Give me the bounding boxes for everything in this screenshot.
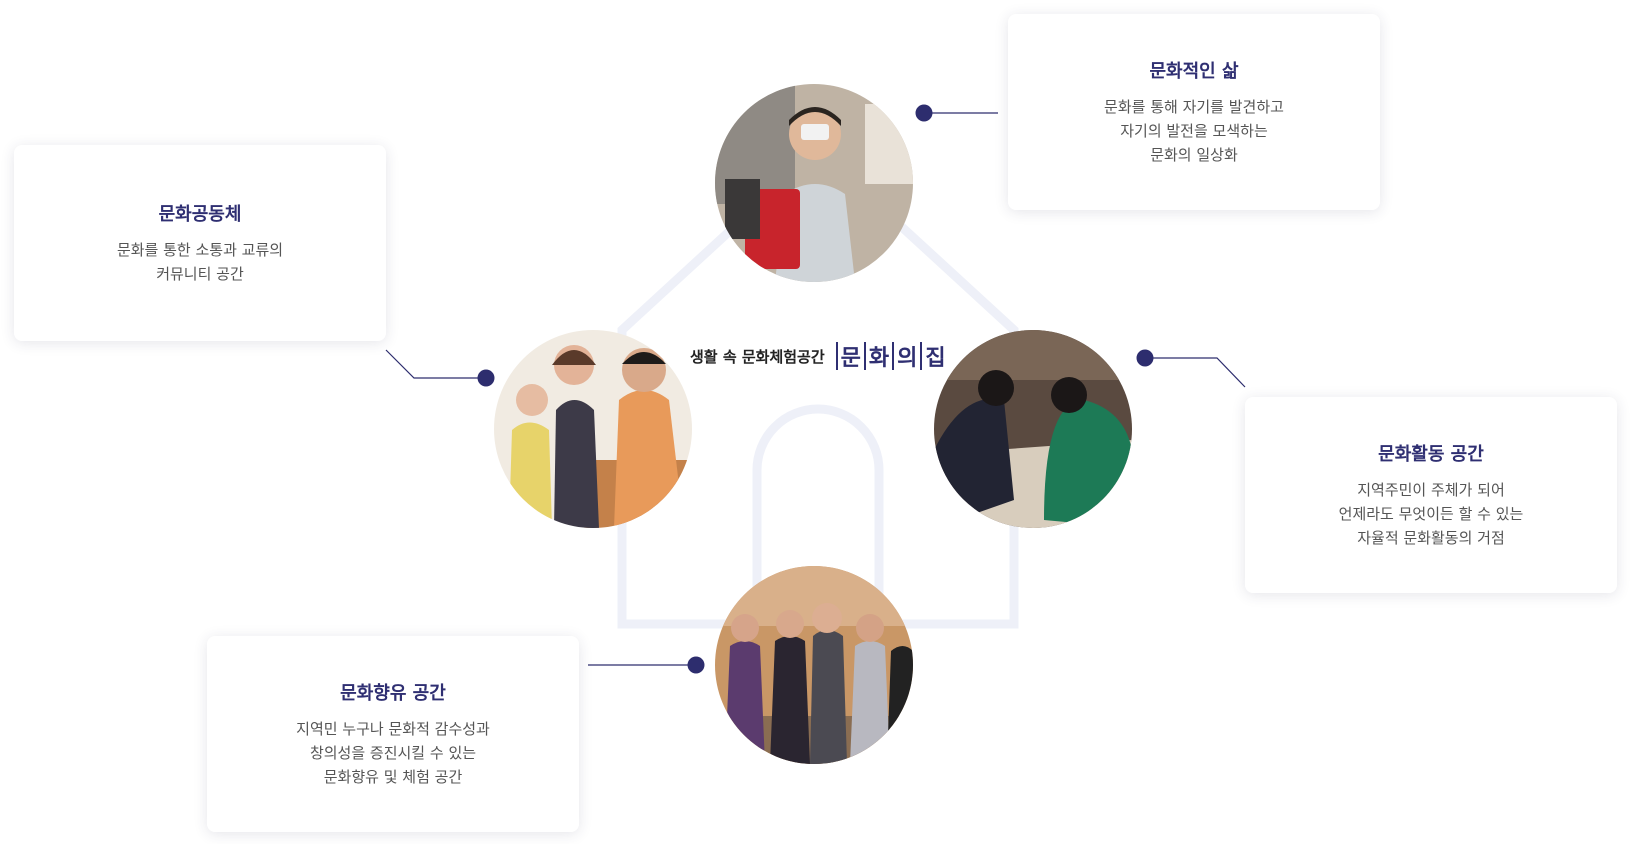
connector-enjoyment (588, 656, 705, 674)
card-title: 문화적인 삶 (1149, 61, 1239, 82)
connector-community (385, 349, 495, 387)
card-activity: 문화활동 공간 지역주민이 주체가 되어 언제라도 무엇이든 할 수 있는 자율… (1245, 397, 1617, 593)
card-desc-line: 문화의 일상화 (1150, 146, 1238, 164)
munhwa-logo: 문 화 의 집 (833, 340, 946, 372)
card-desc-line: 커뮤니티 공간 (156, 265, 244, 283)
logo-syllable: 집 (925, 346, 946, 371)
card-community: 문화공동체 문화를 통한 소통과 교류의 커뮤니티 공간 (14, 145, 386, 341)
card-enjoyment: 문화향유 공간 지역민 누구나 문화적 감수성과 창의성을 증진시킬 수 있는 … (207, 636, 579, 832)
photo-dancing-group (715, 566, 913, 764)
card-desc-line: 언제라도 무엇이든 할 수 있는 (1338, 505, 1524, 523)
card-desc-line: 자율적 문화활동의 거점 (1357, 529, 1505, 547)
card-desc-line: 문화향유 및 체험 공간 (323, 768, 463, 786)
logo-syllable: 화 (868, 346, 890, 371)
photo-family-craft (494, 330, 692, 528)
card-desc-line: 문화를 통한 소통과 교류의 (116, 241, 284, 259)
card-desc-line: 지역민 누구나 문화적 감수성과 (296, 720, 490, 738)
card-cultural-life: 문화적인 삶 문화를 통해 자기를 발견하고 자기의 발전을 모색하는 문화의 … (1008, 14, 1380, 210)
logo-divider (920, 342, 923, 370)
connector-cultural-life (915, 104, 998, 122)
logo-syllable: 문 (840, 346, 861, 371)
center-text: 생활 속 문화체험공간 (690, 347, 825, 366)
connector-activity (1136, 349, 1246, 388)
card-title: 문화향유 공간 (340, 683, 446, 704)
card-desc-line: 문화를 통해 자기를 발견하고 (1104, 98, 1284, 116)
logo-syllable: 의 (897, 346, 918, 371)
card-description: 문화를 통해 자기를 발견하고 자기의 발전을 모색하는 문화의 일상화 (1104, 95, 1284, 167)
card-description: 지역민 누구나 문화적 감수성과 창의성을 증진시킬 수 있는 문화향유 및 체… (296, 717, 490, 789)
card-description: 지역주민이 주체가 되어 언제라도 무엇이든 할 수 있는 자율적 문화활동의 … (1339, 478, 1524, 550)
card-title: 문화공동체 (158, 204, 242, 225)
card-title: 문화활동 공간 (1378, 444, 1484, 465)
card-desc-line: 지역주민이 주체가 되어 (1357, 481, 1505, 499)
logo-divider (863, 342, 866, 370)
logo-divider (892, 342, 895, 370)
card-desc-line: 창의성을 증진시킬 수 있는 (309, 744, 477, 762)
logo-divider (835, 342, 838, 370)
center-label: 생활 속 문화체험공간 문 화 의 집 (690, 333, 970, 379)
card-desc-line: 자기의 발전을 모색하는 (1120, 122, 1268, 140)
card-description: 문화를 통한 소통과 교류의 커뮤니티 공간 (117, 238, 283, 286)
photo-boy-with-camera (715, 84, 913, 282)
